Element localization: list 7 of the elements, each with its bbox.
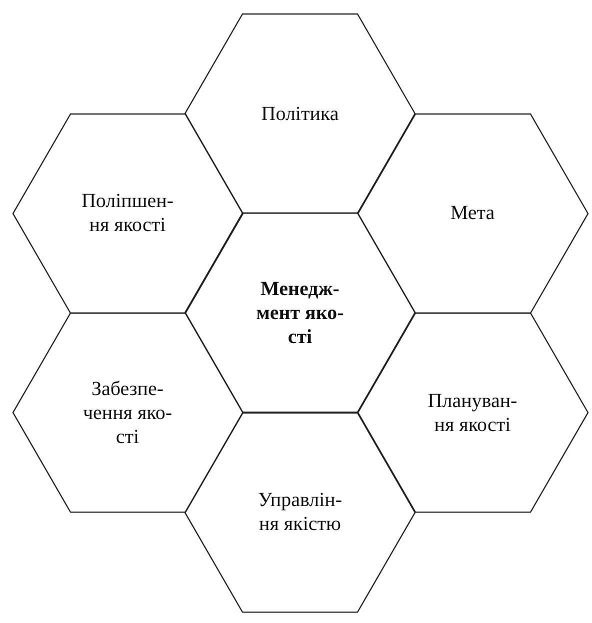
hexagon-label: Поліпшен- ня якості: [80, 189, 175, 238]
hexagon-label: Забезпе- чення яко- сті: [82, 376, 174, 449]
hexagon-label: Управлін- ня якістю: [256, 488, 344, 536]
hexagon-label: Плануван- ня якості: [426, 388, 518, 437]
hexagon-label: Мета: [449, 201, 496, 226]
hexagon-label: Менедж- мент яко- сті: [255, 276, 345, 349]
hexagon-label: Політика: [260, 102, 340, 126]
